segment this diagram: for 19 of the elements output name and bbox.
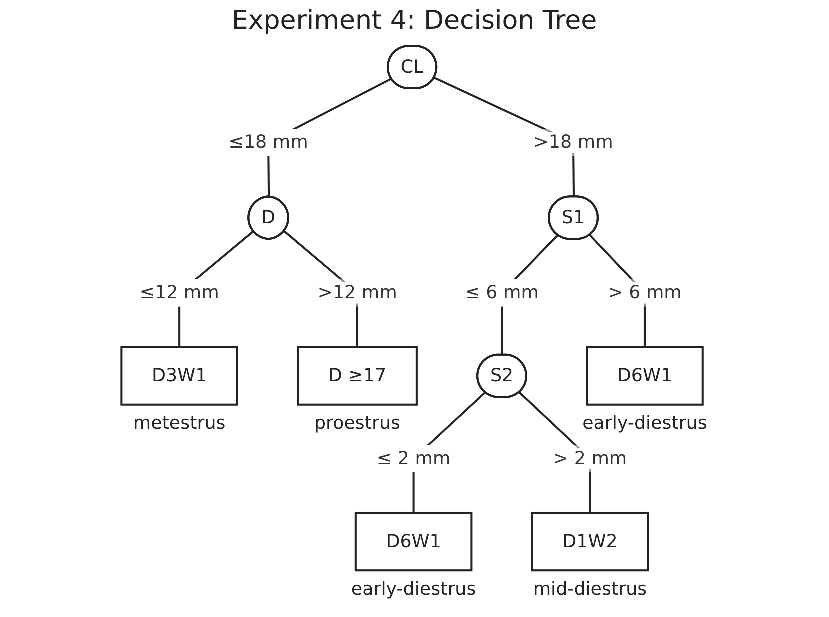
- edge-label: ≤18 mm: [228, 132, 308, 154]
- edge-label: ≤ 2 mm: [376, 448, 451, 470]
- edge-label: ≤12 mm: [140, 282, 220, 304]
- edge-label: >18 mm: [534, 132, 614, 154]
- node-caption: metestrus: [133, 413, 226, 434]
- edge-label: >12 mm: [318, 282, 398, 304]
- node-caption: early-diestrus: [582, 413, 708, 434]
- node-caption: proestrus: [314, 413, 401, 434]
- node-box: D1W2: [531, 512, 650, 572]
- node-caption: mid-diestrus: [533, 578, 648, 600]
- node-box: D6W1: [354, 512, 473, 572]
- edge-label: > 2 mm: [553, 448, 628, 470]
- node-box: D ≥17: [297, 346, 418, 406]
- node-caption: early-diestrus: [351, 578, 476, 600]
- node-box: D3W1: [120, 346, 238, 406]
- edge-label: ≤ 6 mm: [465, 282, 539, 304]
- node-box: D6W1: [586, 346, 704, 406]
- diagram-title: Experiment 4: Decision Tree: [230, 6, 598, 36]
- edge-label: > 6 mm: [608, 282, 682, 304]
